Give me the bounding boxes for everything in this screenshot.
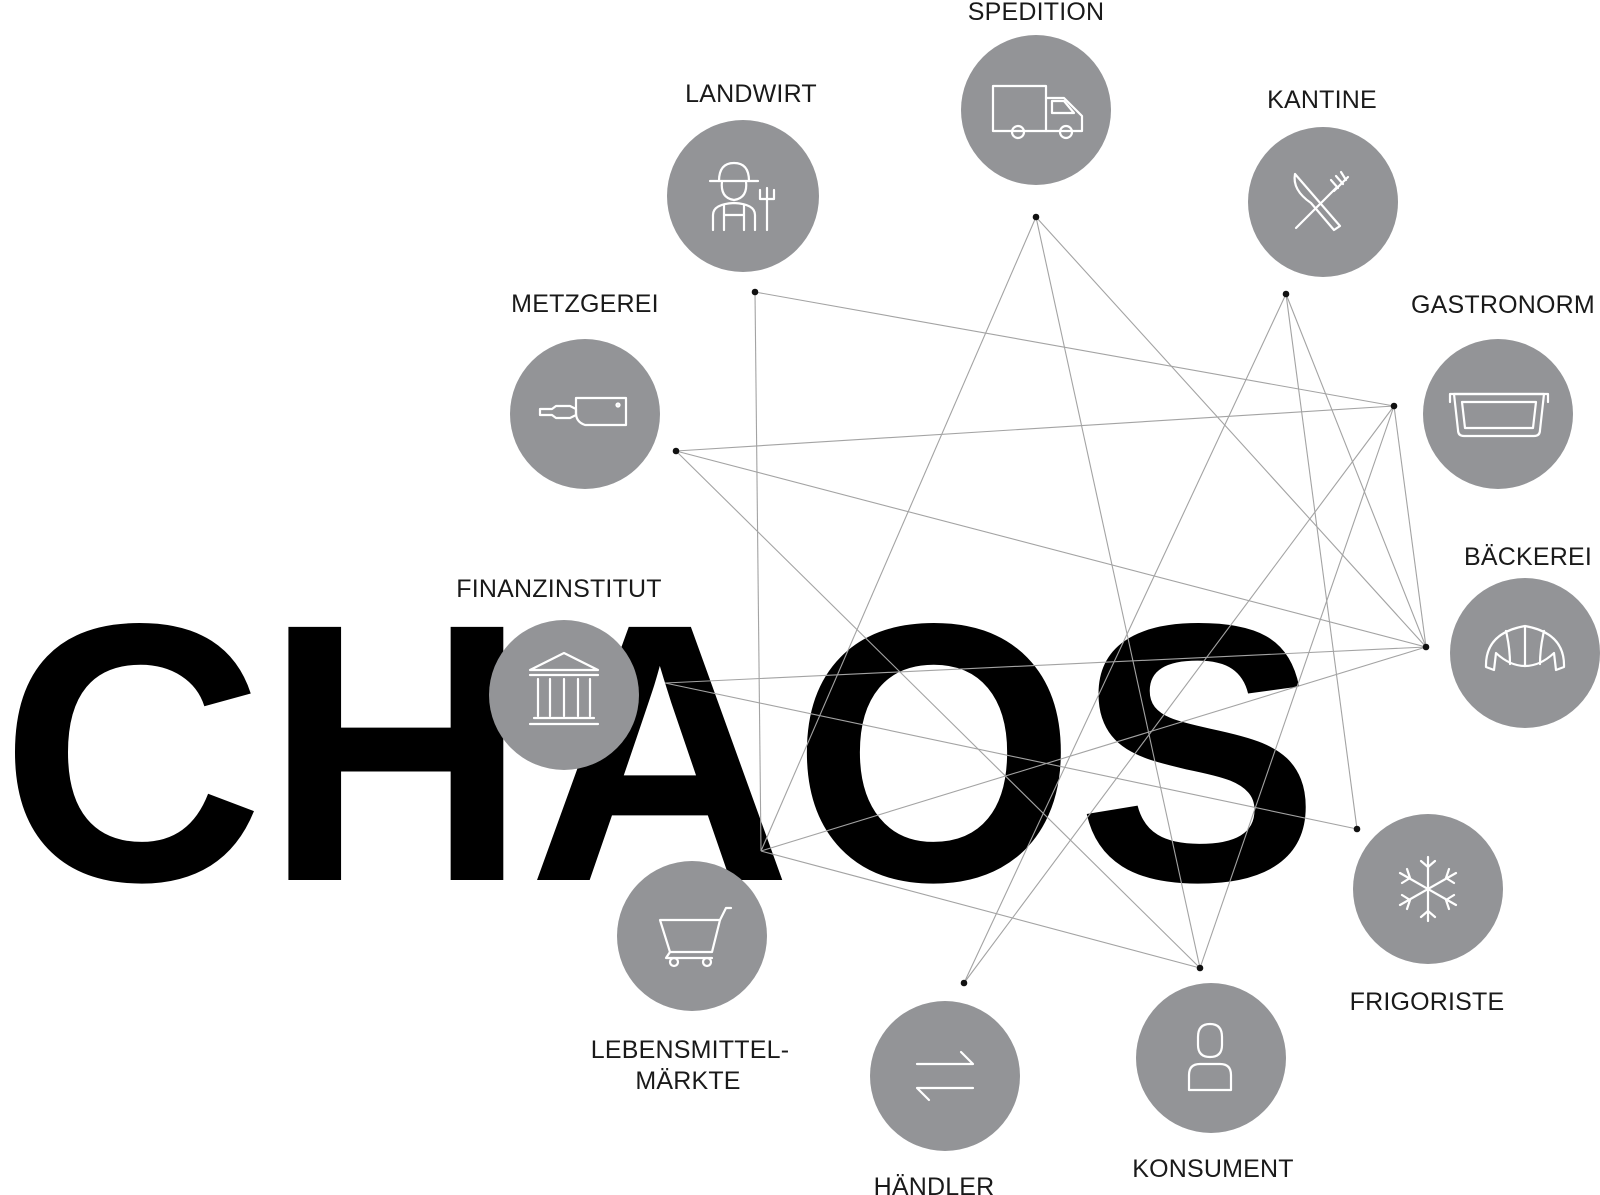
edge xyxy=(760,850,1201,969)
node-label: FRIGORISTE xyxy=(1350,988,1505,1016)
node-dot xyxy=(672,447,680,455)
network-edges xyxy=(664,216,1427,984)
edge xyxy=(1035,216,1201,969)
node-dot xyxy=(1282,290,1290,298)
node-dot xyxy=(751,288,759,296)
edge xyxy=(664,646,1427,684)
node-label-line2: MÄRKTE xyxy=(635,1067,740,1095)
cleaver-icon xyxy=(538,396,628,427)
network-dots xyxy=(672,213,1430,987)
exchange-arrows-icon xyxy=(915,1050,975,1102)
node-spedition: SPEDITION xyxy=(961,0,1111,185)
node-dot xyxy=(1032,213,1040,221)
shopping-cart-icon xyxy=(658,906,733,968)
node-label: SPEDITION xyxy=(968,0,1105,26)
node-dot xyxy=(1390,402,1398,410)
node-dot xyxy=(1353,825,1361,833)
node-konsument: KONSUMENT xyxy=(1132,983,1294,1183)
node-label: LANDWIRT xyxy=(685,80,817,108)
node-label: METZGEREI xyxy=(511,290,659,318)
edge xyxy=(675,405,1395,452)
node-label: GASTRONORM xyxy=(1411,291,1595,319)
node-label: KONSUMENT xyxy=(1132,1155,1294,1183)
bank-icon xyxy=(528,651,600,726)
farmer-icon xyxy=(708,161,776,232)
edge xyxy=(664,682,1358,830)
node-finanzinstitut: FINANZINSTITUT xyxy=(456,575,662,770)
node-baeckerei: BÄCKEREI xyxy=(1450,543,1600,728)
node-metzgerei: METZGEREI xyxy=(510,290,660,489)
node-label-line1: LEBENSMITTEL- xyxy=(591,1036,789,1064)
node-label: KANTINE xyxy=(1267,86,1377,114)
node-kantine: KANTINE xyxy=(1248,86,1398,277)
edge xyxy=(754,291,762,852)
edge xyxy=(1285,293,1358,830)
edge xyxy=(675,450,1201,969)
snowflake-icon xyxy=(1398,855,1458,923)
cutlery-icon xyxy=(1293,170,1350,232)
edge xyxy=(760,216,1037,852)
node-label: BÄCKEREI xyxy=(1464,543,1592,571)
container-tray-icon xyxy=(1448,392,1550,438)
edge xyxy=(963,293,1287,984)
edge xyxy=(1035,216,1427,648)
edge xyxy=(1393,405,1427,648)
node-haendler: HÄNDLER xyxy=(870,1001,1020,1195)
edge xyxy=(963,405,1395,984)
node-dot xyxy=(1196,964,1204,972)
node-frigoriste: FRIGORISTE xyxy=(1350,814,1505,1016)
truck-icon xyxy=(991,84,1084,140)
node-dot xyxy=(960,979,968,987)
person-icon xyxy=(1187,1022,1233,1092)
node-lebensmittel: LEBENSMITTEL- MÄRKTE xyxy=(591,861,789,1095)
edge xyxy=(675,450,1427,648)
node-label: HÄNDLER xyxy=(874,1173,995,1195)
edge xyxy=(1285,293,1427,648)
node-label: FINANZINSTITUT xyxy=(456,575,662,603)
node-dot xyxy=(1422,643,1430,651)
edge xyxy=(754,291,1395,407)
edge xyxy=(760,646,1427,852)
croissant-icon xyxy=(1484,624,1566,672)
node-gastronorm: GASTRONORM xyxy=(1411,291,1595,489)
node-landwirt: LANDWIRT xyxy=(667,80,819,272)
